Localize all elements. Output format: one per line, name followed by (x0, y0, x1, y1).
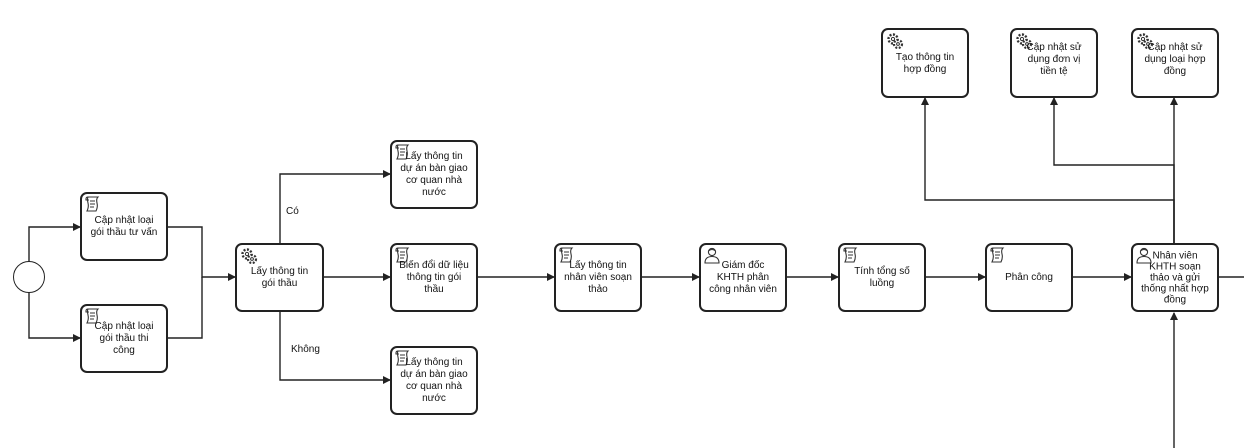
gear-icon (1014, 31, 1033, 50)
flow-to-tao-hd (921, 97, 1175, 243)
branch-label-no: Không (291, 344, 320, 355)
gear-icon (1135, 31, 1154, 50)
task-label: Cập nhật loại gói thầu thi công (94, 320, 154, 356)
task-tao-thong-tin-hop-dong[interactable]: Tạo thông tin hợp đồng (881, 28, 969, 98)
task-label: Lấy thông tin gói thầu (250, 265, 309, 289)
task-tinh-tong-so-luong[interactable]: Tính tổng số luồng (838, 243, 926, 312)
script-icon (558, 246, 576, 264)
branch-label-yes: Có (286, 206, 299, 217)
task-label: Nhân viên KHTH soạn thảo và gửi thống nh… (1141, 250, 1209, 305)
script-icon (394, 246, 412, 264)
task-lay-du-an-ban-giao-khong[interactable]: Lấy thông tin dự án bàn giao cơ quan nhà… (390, 346, 478, 415)
task-label: Phân công (1005, 271, 1053, 283)
task-label: Cập nhật sử dụng đơn vị tiền tệ (1026, 42, 1082, 77)
flow-co-branch (279, 170, 391, 243)
flow-to-don-vi (1050, 97, 1175, 243)
script-icon (989, 246, 1007, 264)
task-label: Cập nhật loại gói thầu tư vấn (90, 214, 158, 238)
task-cap-nhat-don-vi-tien-te[interactable]: Cập nhật sử dụng đơn vị tiền tệ (1010, 28, 1098, 98)
flow-khong-branch (279, 311, 391, 384)
gear-icon (239, 246, 258, 265)
task-lay-thong-tin-goi-thau[interactable]: Lấy thông tin gói thầu (235, 243, 324, 312)
task-cap-nhat-goi-thau-tu-van[interactable]: Cập nhật loại gói thầu tư vấn (80, 192, 168, 261)
task-lay-nhan-vien-soan-thao[interactable]: Lấy thông tin nhân viên soạn thảo (554, 243, 642, 312)
flow-start-thi-cong (28, 292, 81, 342)
task-label: Lấy thông tin dự án bàn giao cơ quan nhà… (400, 150, 468, 198)
user-icon (703, 246, 721, 264)
script-icon (842, 246, 860, 264)
task-label: Biến đổi dữ liệu thông tin gói thầu (399, 259, 469, 295)
task-label: Tạo thông tin hợp đồng (895, 52, 955, 75)
flow-start-tu-van (28, 223, 81, 262)
flow-tu-van-merge (168, 226, 236, 281)
script-icon (84, 307, 102, 325)
task-label: Giám đốc KHTH phân công nhân viên (709, 259, 777, 295)
task-lay-du-an-ban-giao-co[interactable]: Lấy thông tin dự án bàn giao cơ quan nhà… (390, 140, 478, 209)
task-label: Lấy thông tin nhân viên soạn thảo (564, 259, 632, 295)
task-label: Tính tổng số luồng (854, 265, 910, 289)
task-giam-doc-phan-cong[interactable]: Giám đốc KHTH phân công nhân viên (699, 243, 787, 312)
user-icon (1135, 246, 1153, 264)
script-icon (84, 195, 102, 213)
start-event[interactable] (13, 261, 45, 293)
script-icon (394, 143, 412, 161)
task-nhan-vien-soan-thao[interactable]: Nhân viên KHTH soạn thảo và gửi thống nh… (1131, 243, 1219, 312)
task-cap-nhat-goi-thau-thi-cong[interactable]: Cập nhật loại gói thầu thi công (80, 304, 168, 373)
task-cap-nhat-loai-hop-dong[interactable]: Cập nhật sử dụng loại hợp đồng (1131, 28, 1219, 98)
gear-icon (885, 31, 904, 50)
task-label: Cập nhật sử dụng loại hợp đồng (1144, 42, 1206, 77)
task-label: Lấy thông tin dự án bàn giao cơ quan nhà… (400, 356, 468, 404)
task-phan-cong[interactable]: Phân công (985, 243, 1073, 312)
script-icon (394, 349, 412, 367)
task-bien-doi-du-lieu[interactable]: Biến đổi dữ liệu thông tin gói thầu (390, 243, 478, 312)
flow-thi-cong-merge (168, 277, 203, 339)
